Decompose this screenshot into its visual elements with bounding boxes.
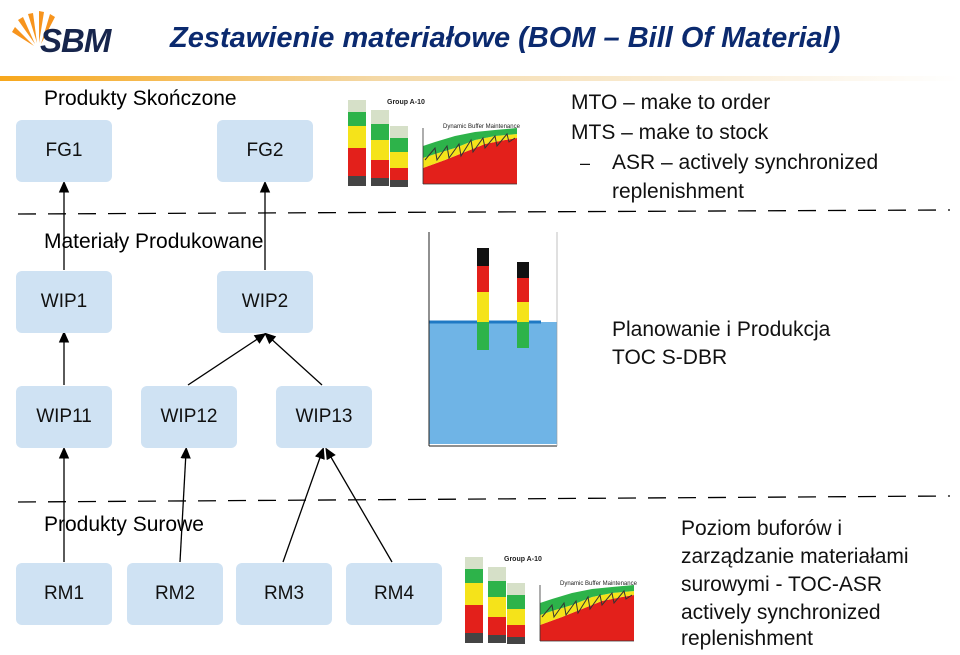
note-buffer-line2: zarządzanie materiałami [681,545,909,568]
note-buffer-line1: Poziom buforów i [681,517,843,540]
note-planning-line2: TOC S-DBR [612,346,728,369]
note-buffer-line3: surowymi - TOC-ASR [681,573,883,596]
note-mto: MTO – make to order [571,91,771,114]
edge-rm3-wip13 [282,447,325,563]
logo-text: SBM [40,22,111,59]
section-raw-products: Produkty Surowe [44,513,204,536]
ddmrp-buffer-thumbnail-top: Group A-10 Dynamic Buffer Maintenance [348,99,521,187]
page-title: Zestawienie materiałowe (BOM – Bill Of M… [170,22,841,54]
bom-item-rm3[interactable]: RM3 [236,563,332,625]
bom-item-fg2[interactable]: FG2 [217,120,313,182]
note-buffer-line4: actively synchronized [681,601,881,624]
note-asr-bullet: – [580,153,591,173]
bom-item-rm1[interactable]: RM1 [16,563,112,625]
bom-item-wip11[interactable]: WIP11 [16,386,112,448]
note-buffer-line5: replenishment [681,627,813,650]
title-underline [0,76,960,81]
note-mts: MTS – make to stock [571,121,769,144]
sunburst-logo-icon [12,11,55,46]
note-planning-line1: Planowanie i Produkcja [612,318,831,341]
bom-item-wip13[interactable]: WIP13 [276,386,372,448]
section-finished-products: Produkty Skończone [44,87,237,110]
ddmrp-group-label-2: Group A-10 [504,556,542,563]
edge-wip13-wip2 [264,332,323,386]
note-asr-line1: ASR – actively synchronized [612,151,879,174]
note-asr-line2: replenishment [612,180,744,203]
dashed-separator-bottom [17,495,951,503]
edge-wip12-wip2 [187,333,267,386]
edge-rm2-wip12 [179,446,191,563]
section-manufactured-materials: Materiały Produkowane [44,230,264,253]
bom-item-wip1[interactable]: WIP1 [16,271,112,333]
ddmrp-chart-title-2: Dynamic Buffer Maintenance [560,581,638,587]
bom-item-wip2[interactable]: WIP2 [217,271,313,333]
sbm-logo [8,6,158,68]
sdbr-buffer-thumbnail [428,232,558,447]
ddmrp-buffer-thumbnail-bottom: Group A-10 Dynamic Buffer Maintenance [465,556,638,644]
ddmrp-chart-title: Dynamic Buffer Maintenance [443,124,521,130]
bom-item-wip12[interactable]: WIP12 [141,386,237,448]
bom-item-rm2[interactable]: RM2 [127,563,223,625]
bom-item-rm4[interactable]: RM4 [346,563,442,625]
bom-item-fg1[interactable]: FG1 [16,120,112,182]
ddmrp-group-label: Group A-10 [387,99,425,106]
dashed-separator-top [17,209,951,215]
edge-rm4-wip13 [325,447,393,563]
